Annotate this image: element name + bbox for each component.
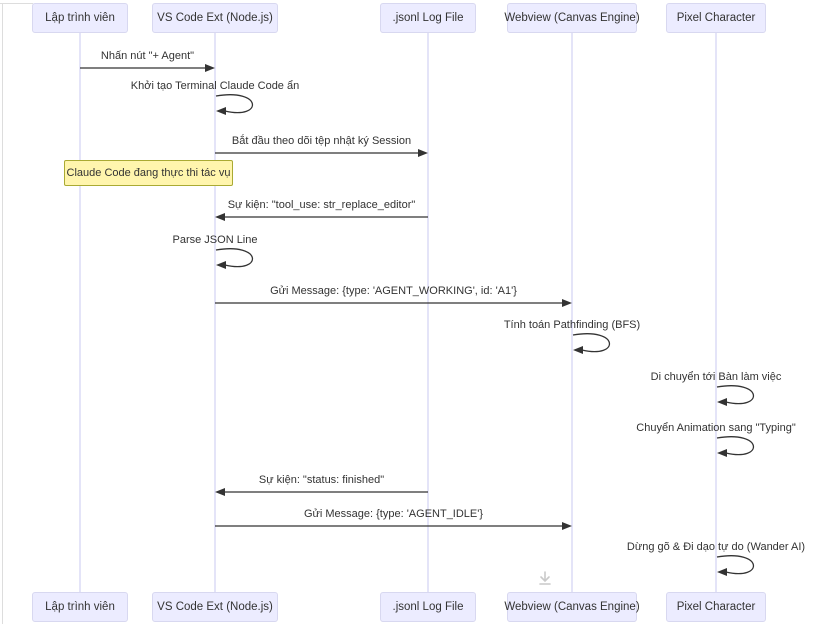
message-arrowhead: [562, 299, 572, 307]
message-arrowhead: [205, 64, 215, 72]
self-loop-arrowhead: [717, 568, 727, 576]
self-loop-line: [215, 248, 254, 268]
self-loop-line: [716, 385, 755, 405]
self-loop-arrowhead: [216, 261, 226, 269]
download-icon[interactable]: [536, 570, 554, 588]
message-arrowhead: [418, 149, 428, 157]
self-loop-arrowhead: [717, 449, 727, 457]
self-loop-arrowhead: [216, 107, 226, 115]
message-arrowhead: [215, 488, 225, 496]
message-arrowhead: [562, 522, 572, 530]
self-loop-line: [572, 333, 611, 353]
self-loop-arrowhead: [573, 346, 583, 354]
self-loop-line: [215, 94, 254, 114]
self-loop-line: [716, 436, 755, 456]
self-loop-arrowhead: [717, 398, 727, 406]
message-arrowhead: [215, 213, 225, 221]
self-loop-line: [716, 555, 755, 575]
